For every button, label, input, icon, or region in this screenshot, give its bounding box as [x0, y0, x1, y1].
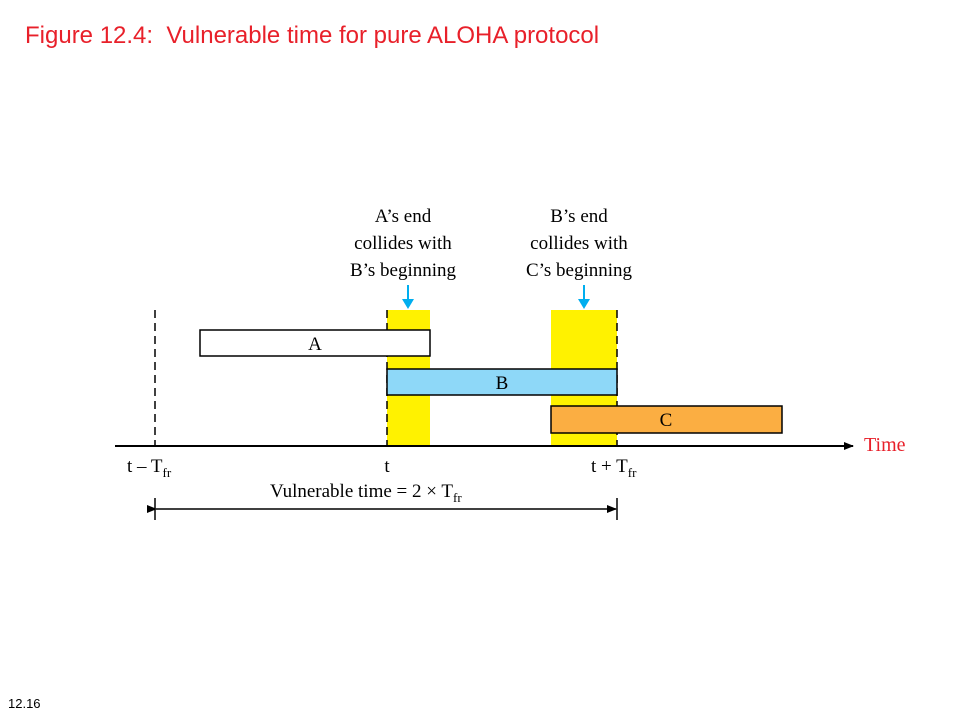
- tick-label-mid: t: [384, 456, 390, 477]
- frame-b: B: [386, 368, 618, 396]
- annotation-left-line-1: A’s end: [375, 206, 432, 227]
- annotation-right-line-3: C’s beginning: [526, 260, 633, 281]
- frame-c-label: C: [660, 410, 673, 431]
- time-axis-label: Time: [864, 434, 906, 456]
- annotation-right: B’s end collides with C’s beginning: [526, 206, 633, 281]
- annotation-left-line-3: B’s beginning: [350, 260, 457, 281]
- frame-c: C: [550, 405, 783, 434]
- title-prefix: Figure 12.4:: [25, 22, 154, 49]
- page-number: 12.16: [8, 696, 41, 711]
- annotation-right-line-2: collides with: [530, 233, 628, 254]
- frame-b-box: [386, 368, 618, 396]
- frame-a: A: [199, 329, 431, 357]
- annotation-right-line-1: B’s end: [550, 206, 608, 227]
- annotation-left: A’s end collides with B’s beginning: [350, 206, 457, 281]
- annotation-left-line-2: collides with: [354, 233, 452, 254]
- frame-a-box: [199, 329, 431, 357]
- arrow-down-icon-left: [402, 285, 414, 309]
- frame-b-label: B: [496, 373, 509, 394]
- frame-c-box: [550, 405, 783, 434]
- slide-title: Figure 12.4: Vulnerable time for pure AL…: [25, 22, 599, 50]
- title-text: Vulnerable time for pure ALOHA protocol: [166, 22, 600, 49]
- tick-label-left: t – Tfr: [127, 456, 172, 480]
- tick-label-right: t + Tfr: [591, 456, 637, 480]
- vulnerable-time-label: Vulnerable time = 2 × Tfr: [270, 481, 462, 505]
- arrow-down-icon-right: [578, 285, 590, 309]
- frame-a-label: A: [308, 334, 322, 355]
